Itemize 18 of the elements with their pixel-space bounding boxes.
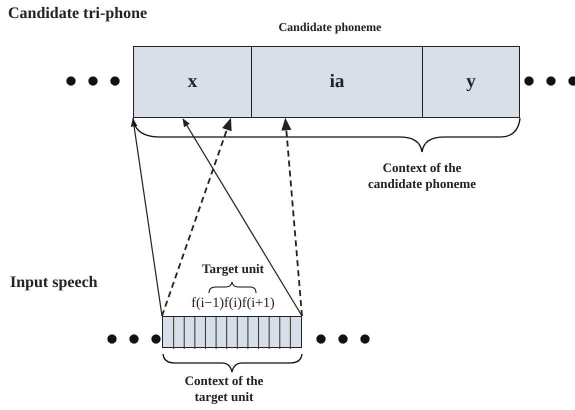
arrow [281,118,303,316]
frame-formula: f(i−1)f(i)f(i+1) [190,296,276,313]
section-heading: Input speech [10,273,98,292]
phone-label: ia [330,71,344,93]
phone-label: x [188,71,198,93]
unit-caption: Target unit [201,261,265,277]
context-caption: Context of the candidate phoneme [367,160,477,192]
arrow [161,118,232,316]
arrow [130,118,163,316]
phone-box [251,46,423,118]
section-heading: Candidate tri-phone [8,4,148,24]
phone-label: y [466,71,476,93]
phone-box [133,46,252,118]
phone-box [422,46,520,118]
arrow [182,118,303,316]
context-caption: Context of the target unit [184,373,264,404]
frame-strip [162,316,302,348]
phoneme-heading: Candidate phoneme [277,20,382,34]
